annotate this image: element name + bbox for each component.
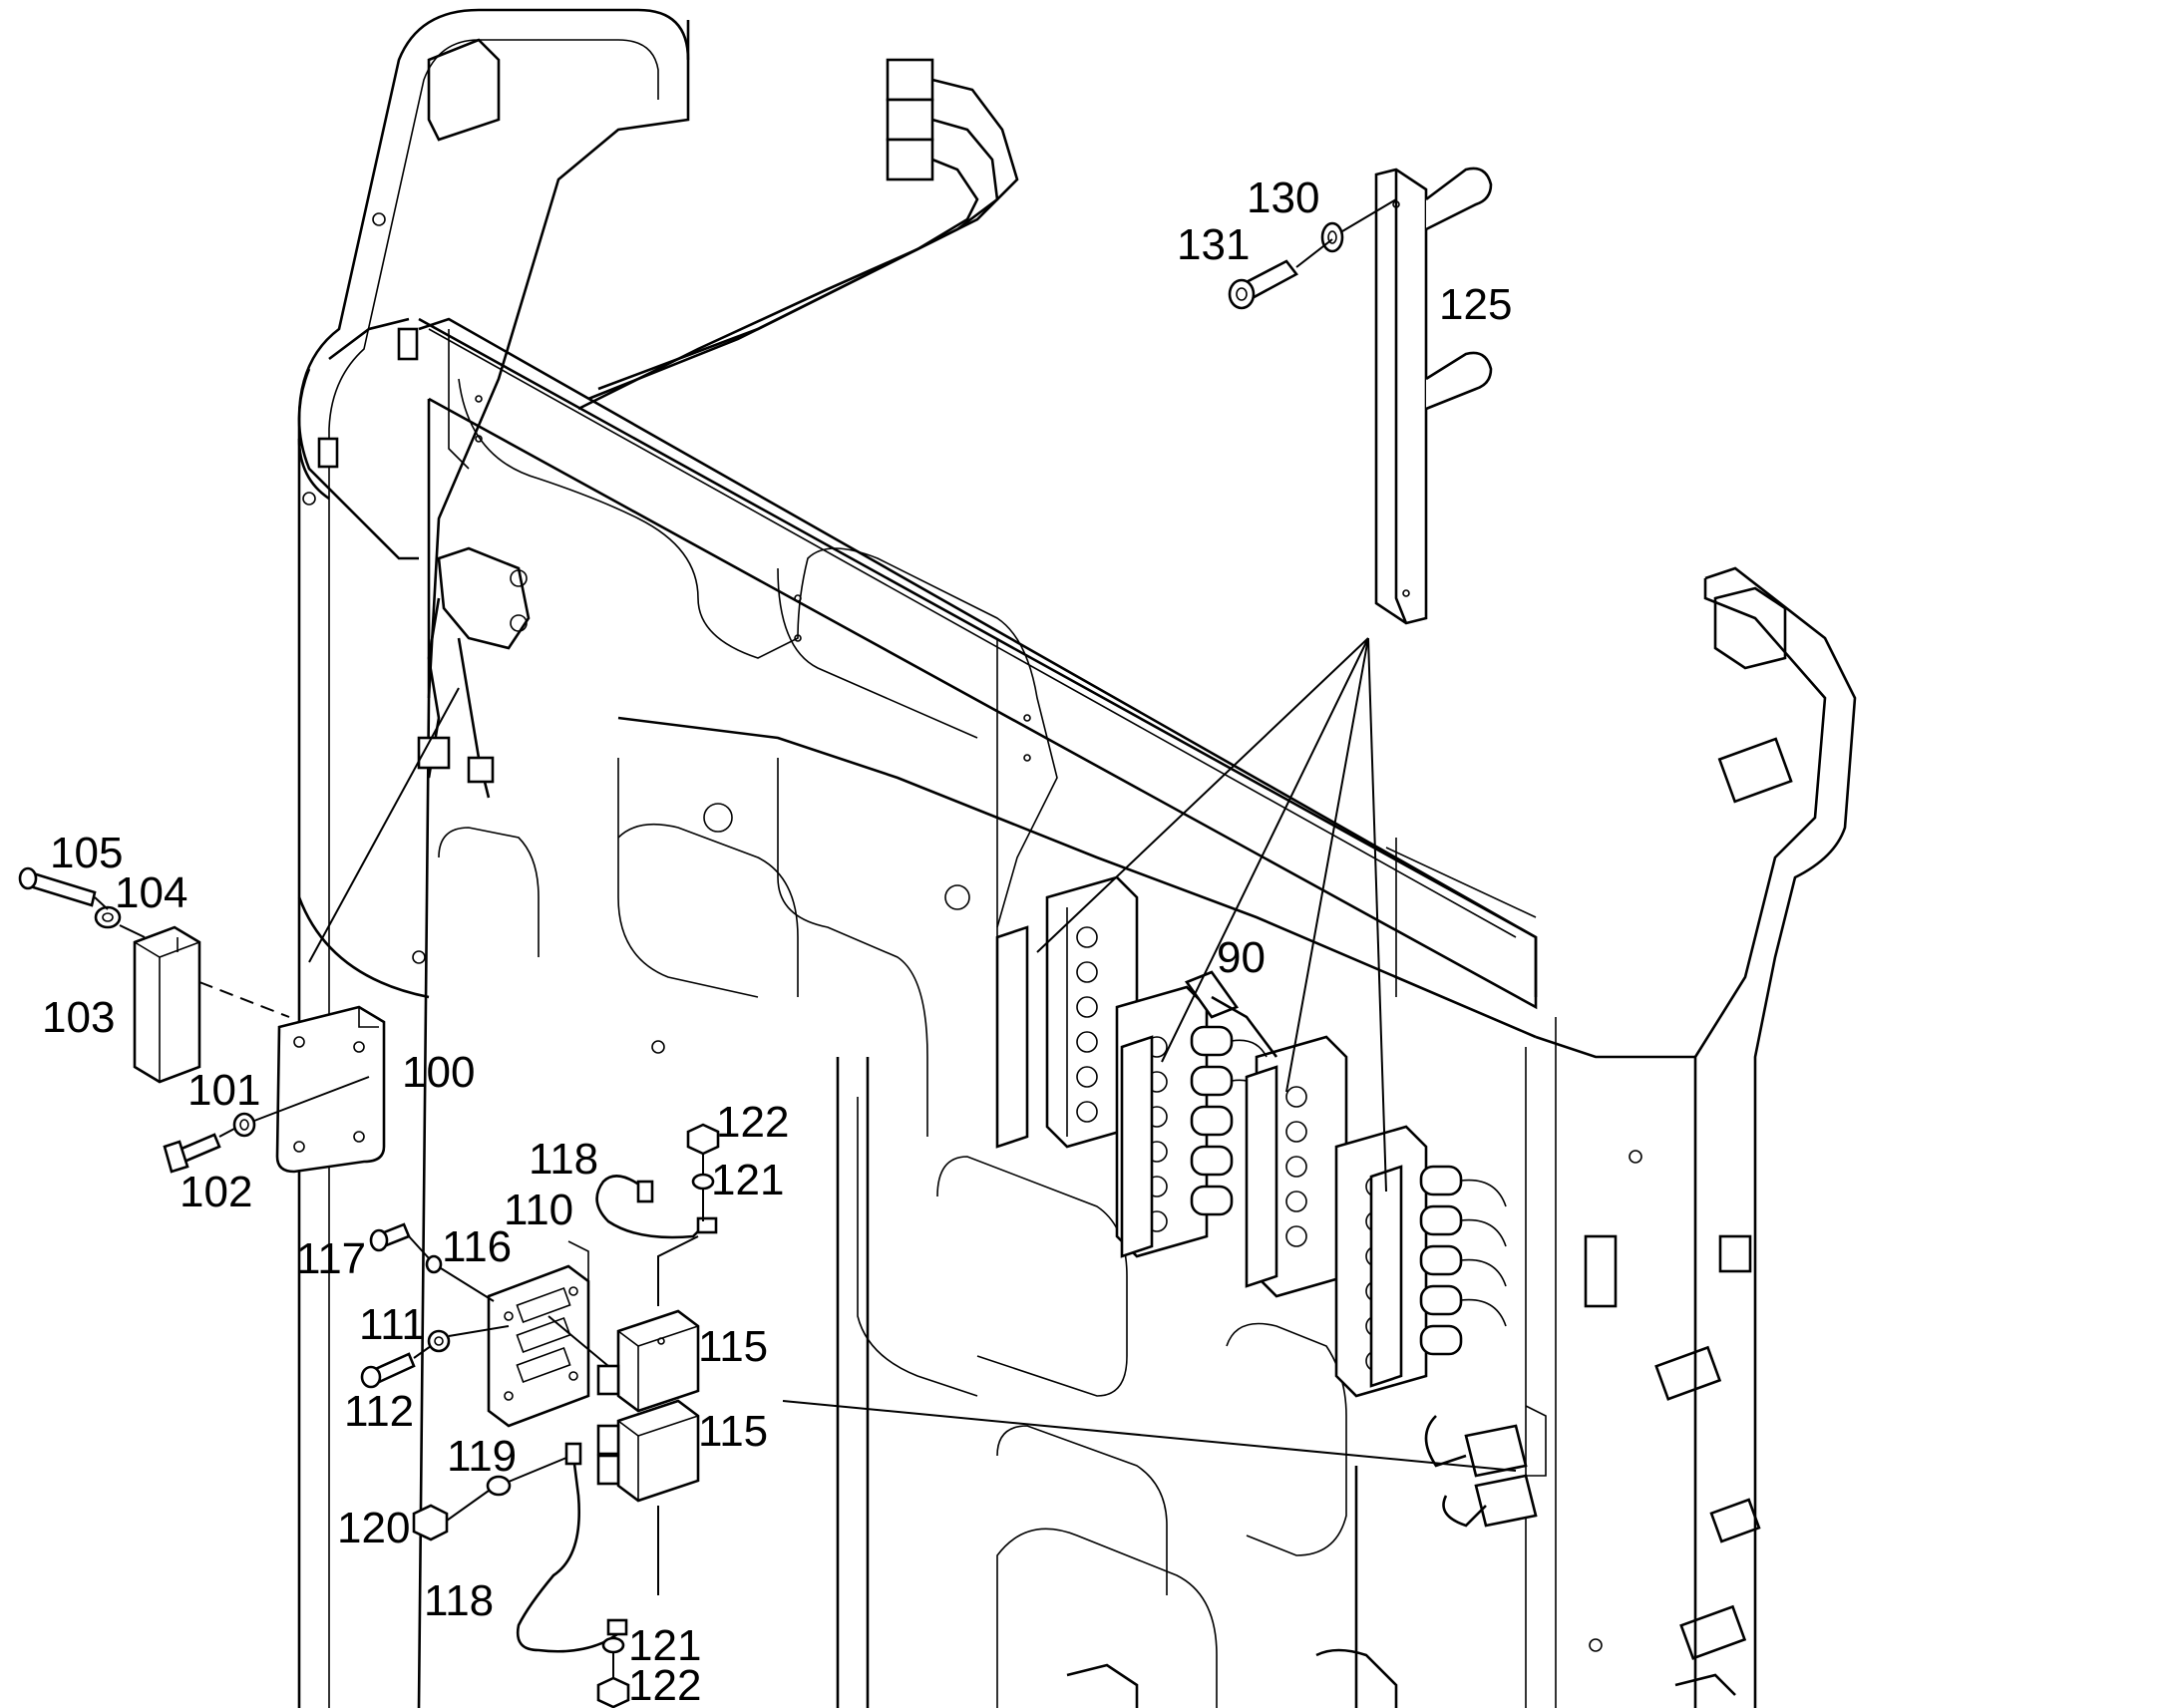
label-115a: 115: [698, 1322, 768, 1371]
nut-122-upper: [686, 1123, 720, 1156]
cover-103: [133, 925, 201, 1084]
relay-bracket-upper: [417, 546, 531, 799]
label-122b: 122: [628, 1661, 701, 1708]
label-101: 101: [187, 1066, 260, 1115]
label-90: 90: [1217, 933, 1266, 982]
washer-104: [94, 905, 122, 929]
label-118b: 118: [424, 1576, 494, 1625]
screw-131: [1228, 259, 1298, 310]
harness-connectors-top: [297, 58, 1019, 560]
callout-labels: 90 100 101 102 103 104 105 110 111 112 1…: [42, 173, 1512, 1708]
nut-122-lower: [596, 1676, 630, 1708]
leader-lines-125: [1036, 637, 1387, 1193]
nut-120: [412, 1504, 449, 1541]
label-112: 112: [344, 1387, 414, 1436]
label-121a: 121: [711, 1156, 784, 1204]
label-130: 130: [1247, 173, 1319, 222]
bracket-125: [1374, 167, 1493, 625]
bolt-105: [18, 866, 97, 907]
washer-101: [232, 1112, 256, 1138]
label-117: 117: [296, 1234, 366, 1283]
label-103: 103: [42, 993, 115, 1042]
label-100: 100: [402, 1048, 475, 1097]
mounting-plate-110: [487, 1240, 590, 1428]
washer-130: [1320, 221, 1344, 253]
label-102: 102: [180, 1168, 252, 1216]
bracket-plate-100: [275, 1005, 386, 1174]
washer-121-upper: [691, 1173, 715, 1191]
frame-outline: [297, 8, 1857, 1708]
relay-115-lower: [596, 1399, 700, 1503]
right-connectors: [1424, 1405, 1547, 1528]
label-105: 105: [50, 829, 123, 877]
label-122a: 122: [716, 1098, 789, 1147]
ground-strap-118-upper: [595, 1175, 718, 1239]
label-111: 111: [359, 1300, 426, 1349]
label-120: 120: [337, 1504, 410, 1552]
screw-112: [360, 1352, 416, 1389]
label-115b: 115: [698, 1407, 768, 1456]
label-110: 110: [504, 1186, 573, 1234]
label-121b: 121: [628, 1621, 701, 1670]
relay-115-upper: [596, 1309, 700, 1413]
screw-117: [369, 1222, 411, 1252]
washer-111: [427, 1329, 451, 1353]
label-125: 125: [1439, 280, 1512, 329]
screw-102: [163, 1133, 221, 1174]
label-116: 116: [442, 1222, 512, 1271]
washer-121-lower: [601, 1636, 625, 1654]
mounting-bars: [995, 925, 1403, 1388]
label-131: 131: [1177, 220, 1250, 269]
label-119: 119: [447, 1432, 517, 1481]
ground-strap-118-lower: [516, 1442, 628, 1653]
washer-119: [486, 1475, 512, 1497]
label-118a: 118: [529, 1135, 598, 1184]
washer-116: [425, 1254, 443, 1274]
label-104: 104: [115, 868, 187, 917]
